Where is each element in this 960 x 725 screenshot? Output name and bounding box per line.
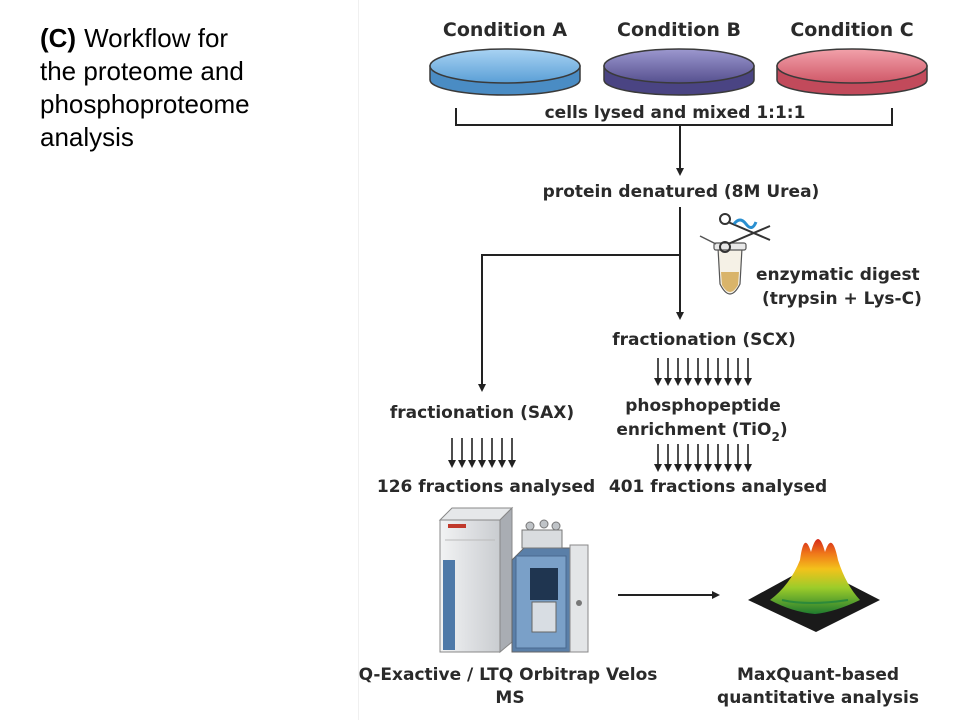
arrow-to-sax — [478, 254, 680, 392]
denature-step-label: protein denatured (8M Urea) — [543, 182, 820, 202]
enrichment-fraction-arrows — [654, 444, 752, 472]
digest-label-line-1: enzymatic digest — [756, 265, 920, 285]
figure-caption: (C)Workflow for the proteome and phospho… — [40, 22, 340, 154]
dish-c — [776, 48, 928, 96]
caption-line-2: the proteome and — [40, 56, 244, 86]
scissors-icon — [719, 213, 771, 253]
mixing-bracket — [455, 108, 893, 126]
lysis-step-label: cells lysed and mixed 1:1:1 — [545, 103, 806, 123]
condition-b-label: Condition B — [617, 19, 741, 41]
ms-label-line-2: MS — [495, 688, 524, 708]
condition-a-label: Condition A — [443, 19, 567, 41]
phospho-label-line-1: phosphopeptide — [625, 396, 781, 416]
caption-line-4: analysis — [40, 122, 134, 152]
quantitation-plot-icon — [748, 539, 880, 632]
mass-spectrometer-icon — [438, 506, 589, 654]
sax-label: fractionation (SAX) — [390, 403, 574, 423]
sax-fraction-arrows — [448, 438, 516, 468]
caption-line-3: phosphoproteome — [40, 89, 250, 119]
condition-c-label: Condition C — [790, 19, 913, 41]
dish-a — [429, 48, 581, 96]
caption-label: (C) — [40, 23, 77, 53]
ms-label-line-1: Q-Exactive / LTQ Orbitrap Velos — [359, 665, 658, 685]
maxquant-label-line-1: MaxQuant-based — [737, 665, 899, 685]
workflow-figure: Condition A Condition B Condition C cell… — [358, 0, 960, 720]
maxquant-label-line-2: quantitative analysis — [717, 688, 919, 708]
digest-label-line-2: (trypsin + Lys-C) — [762, 289, 922, 309]
digest-tube-icon — [699, 235, 747, 295]
phospho-label-line-2: enrichment (TiO2) — [616, 420, 787, 444]
scx-label: fractionation (SCX) — [612, 330, 796, 350]
caption-line-1: Workflow for — [84, 23, 229, 53]
scx-count-label: 401 fractions analysed — [609, 477, 827, 497]
sax-count-label: 126 fractions analysed — [377, 477, 595, 497]
scx-fraction-arrows — [654, 358, 752, 386]
workflow-diagram: Condition A Condition B Condition C cell… — [359, 19, 928, 708]
dish-b — [603, 48, 755, 96]
